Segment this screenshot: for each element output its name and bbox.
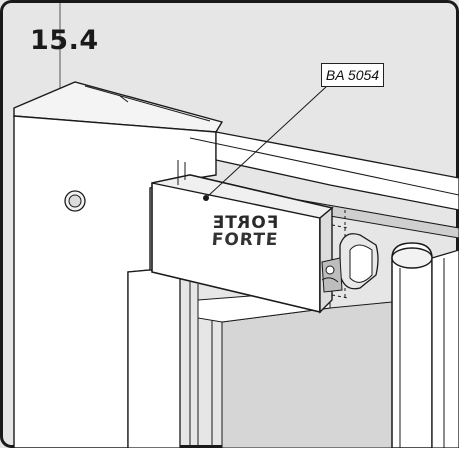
- vertical-tube: [391, 242, 433, 449]
- part-code-callout: BA 5054: [321, 63, 384, 87]
- top-rail: [215, 131, 459, 211]
- cap-edge: [84, 85, 211, 122]
- screw-hole-inner: [68, 194, 82, 208]
- roller-wheel: [349, 244, 373, 283]
- cap-detail: [119, 95, 129, 103]
- roller-bracket: [321, 257, 343, 293]
- glass-panel: [221, 301, 393, 449]
- step-number: 15.4: [30, 25, 99, 56]
- rail-edge: [189, 137, 459, 196]
- roller-spring: [321, 277, 339, 283]
- roller-pin: [325, 265, 335, 275]
- tube-top: [391, 247, 433, 269]
- callout-dot: [203, 195, 209, 201]
- hidden-line-1: [331, 224, 349, 229]
- callout-leader: [207, 85, 328, 197]
- brand-mark: FORTE: [211, 230, 280, 250]
- left-profile: [127, 269, 181, 449]
- right-profile: [431, 249, 459, 449]
- hidden-line-2: [331, 294, 349, 299]
